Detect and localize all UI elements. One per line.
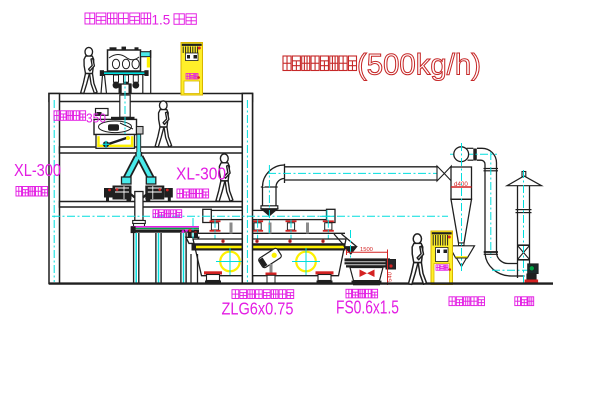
svg-text:540: 540 [388,272,394,282]
svg-text:1500: 1500 [360,247,373,253]
svg-text:350: 350 [86,111,106,126]
svg-text:FS0.6x1.5: FS0.6x1.5 [336,298,399,318]
svg-text:1.5: 1.5 [152,12,171,27]
svg-text:(500kg/h): (500kg/h) [357,49,481,82]
svg-text:XL-300: XL-300 [14,160,61,180]
svg-text:XL-300: XL-300 [176,164,226,184]
svg-text:ZLG6x0.75: ZLG6x0.75 [222,299,294,319]
